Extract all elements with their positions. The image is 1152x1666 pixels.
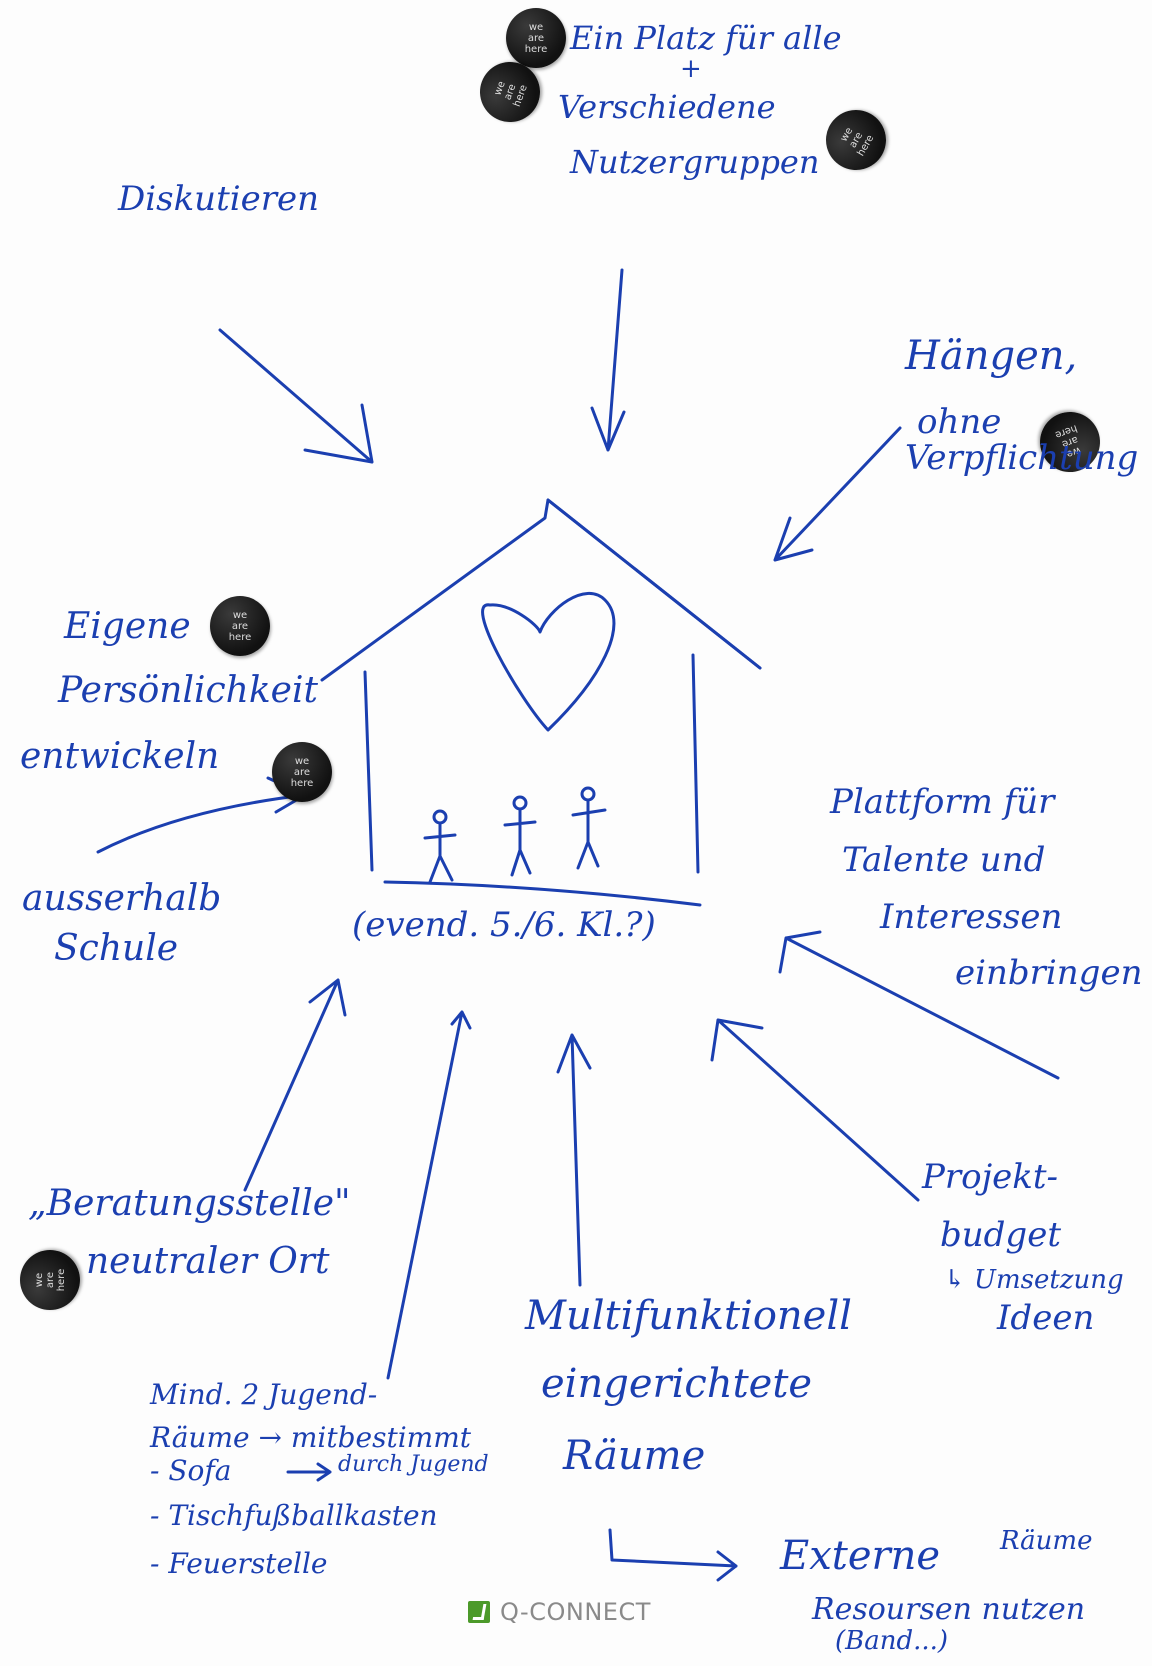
note-plattform: Plattform für Talente und Interessen ein… xyxy=(830,782,1143,994)
arrow-top-right xyxy=(773,426,902,562)
note-line: ohne xyxy=(917,402,1002,442)
note-line: Mind. 2 Jugend- xyxy=(150,1378,378,1411)
note-line: Hängen, xyxy=(905,333,1078,379)
note-line: neutraler Ort xyxy=(86,1240,330,1282)
arrow-right xyxy=(778,930,1060,1080)
note-multifunktionell: Multifunktionell eingerichtete Räume xyxy=(525,1295,852,1477)
note-line: Multifunktionell xyxy=(525,1293,852,1339)
note-projektbudget: Projekt- budget ↳ Umsetzung Ideen xyxy=(922,1157,1124,1338)
house-wall-left xyxy=(363,670,374,872)
note-beratungsstelle: „Beratungsstelle" neutraler Ort xyxy=(28,1185,351,1281)
note-center-caption: (evend. 5./6. Kl.?) xyxy=(352,905,656,945)
note-line: Nutzergruppen xyxy=(570,143,820,182)
note-line: Ideen xyxy=(997,1297,1095,1338)
note-line: + xyxy=(680,53,702,84)
note-line: Verpflichtung xyxy=(905,437,1139,478)
note-line: Eigene xyxy=(64,606,191,647)
note-line: Projekt- xyxy=(922,1157,1059,1197)
brand-logo: Q-CONNECT xyxy=(468,1598,651,1626)
note-externe: Externe xyxy=(780,1533,941,1579)
sticker-left-2: we are here xyxy=(272,742,332,802)
note-line: Interessen xyxy=(880,897,1063,938)
note-line: - Sofa xyxy=(150,1453,232,1487)
arrow-bottom-right xyxy=(710,1018,920,1202)
note-line: - Feuerstelle xyxy=(150,1546,328,1580)
note-part: Räume → mitbestimmt xyxy=(150,1421,472,1455)
house-floor xyxy=(383,880,702,907)
note-jugendraeume: Mind. 2 Jugend- Räume → mitbestimmt durc… xyxy=(150,1380,489,1578)
note-persoenlichkeit: Eigene Persönlichkeit entwickeln xyxy=(20,608,318,775)
note-line: Schule xyxy=(54,927,179,969)
note-line: Räume → mitbestimmt xyxy=(150,1423,489,1452)
note-line: eingerichtete xyxy=(541,1361,813,1407)
note-line: Plattform für xyxy=(830,782,1055,822)
sticker-top-1: we are here xyxy=(506,8,566,68)
sticker-label: we are here xyxy=(290,755,314,789)
note-line: entwickeln xyxy=(20,735,220,777)
arrow-bottom-left xyxy=(243,978,347,1192)
heart-icon xyxy=(481,592,616,732)
note-haengen: Hängen, ohne Verpflichtung xyxy=(905,335,1138,476)
note-line: - Tischfußballkasten xyxy=(150,1499,438,1533)
note-line: Räume xyxy=(563,1433,706,1479)
note-ressourcen: Resoursen nutzen xyxy=(812,1592,1086,1627)
note-line: einbringen xyxy=(955,953,1143,994)
note-line: ↳ Umsetzung xyxy=(944,1265,1124,1296)
arrow-top-left xyxy=(218,328,374,464)
logo-check-icon xyxy=(468,1601,490,1623)
note-line: ausserhalb xyxy=(22,878,222,919)
note-line: Ein Platz für alle xyxy=(570,19,842,57)
note-band: (Band...) xyxy=(835,1626,949,1656)
sticker-label: we are here xyxy=(838,125,876,159)
arrow-top-center xyxy=(590,268,626,452)
arrow-mitbestimmt xyxy=(286,1462,332,1482)
note-raeume-small: Räume xyxy=(1000,1526,1093,1556)
note-line: „Beratungsstelle" xyxy=(28,1183,351,1224)
arrow-bottom-center-left xyxy=(386,1010,472,1380)
sticker-label: we are here xyxy=(524,21,548,55)
arrow-external xyxy=(608,1528,738,1582)
sticker-label: we are here xyxy=(228,609,252,643)
note-line: Verschiedene xyxy=(558,87,776,126)
note-diskutieren: Diskutieren xyxy=(118,179,320,219)
logo-text: Q-CONNECT xyxy=(500,1598,651,1626)
stick-figures-icon xyxy=(423,786,607,884)
house-roof-right xyxy=(546,498,762,670)
house-roof-icon xyxy=(320,498,762,682)
note-line: durch Jugend xyxy=(338,1451,489,1477)
note-top-center: Ein Platz für alle + Verschiedene Nutzer… xyxy=(558,19,842,182)
arrow-left xyxy=(96,776,307,854)
house-wall-right xyxy=(691,653,700,874)
note-ausserhalb: ausserhalb Schule xyxy=(22,880,221,968)
sticker-left-1: we are here xyxy=(210,596,270,656)
arrow-bottom-center xyxy=(556,1033,592,1287)
note-line: Persönlichkeit xyxy=(58,669,318,711)
note-line: budget xyxy=(940,1214,1061,1255)
sticker-label: we are here xyxy=(492,79,530,109)
note-line: Talente und xyxy=(842,839,1046,880)
